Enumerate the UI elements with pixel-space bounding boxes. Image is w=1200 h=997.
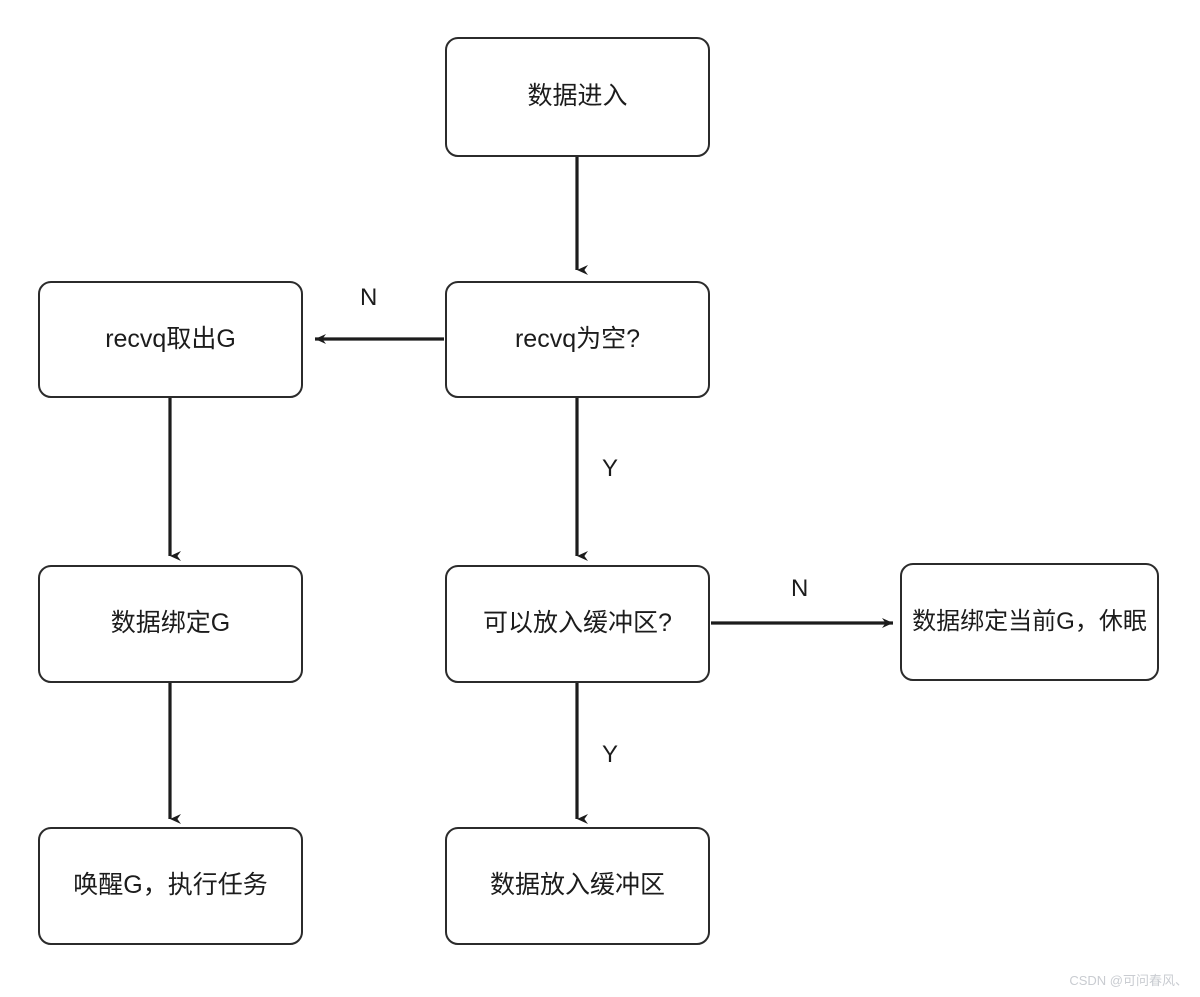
- csdn-watermark: CSDN @可问春风、: [1069, 973, 1188, 988]
- edge-label-buffer-yes: Y: [602, 741, 619, 768]
- node-recvq-pop-g[interactable]: recvq取出G: [38, 281, 303, 398]
- node-bind-current-g[interactable]: 数据绑定当前G，休眠: [900, 563, 1159, 681]
- node-can-put-buffer[interactable]: 可以放入缓冲区?: [445, 565, 710, 683]
- node-data-enter[interactable]: 数据进入: [445, 37, 710, 157]
- edge-label-buffer-no: N: [791, 575, 809, 602]
- node-recvq-pop-g-label: recvq取出G: [105, 324, 236, 353]
- node-wake-g-run-task[interactable]: 唤醒G，执行任务: [38, 827, 303, 945]
- node-recvq-empty[interactable]: recvq为空?: [445, 281, 710, 398]
- node-recvq-empty-label: recvq为空?: [514, 324, 641, 353]
- node-data-enter-label: 数据进入: [527, 82, 628, 111]
- node-can-put-buffer-label: 可以放入缓冲区?: [483, 609, 672, 638]
- edge-label-empty-yes: Y: [602, 455, 619, 482]
- node-bind-current-g-label: 数据绑定当前G，休眠: [912, 607, 1147, 635]
- node-data-bind-g-label: 数据绑定G: [110, 609, 231, 638]
- node-put-into-buffer-label: 数据放入缓冲区: [489, 871, 665, 900]
- node-wake-g-run-task-label: 唤醒G，执行任务: [73, 871, 268, 900]
- edge-label-empty-no: N: [360, 284, 378, 311]
- node-data-bind-g[interactable]: 数据绑定G: [38, 565, 303, 683]
- node-put-into-buffer[interactable]: 数据放入缓冲区: [445, 827, 710, 945]
